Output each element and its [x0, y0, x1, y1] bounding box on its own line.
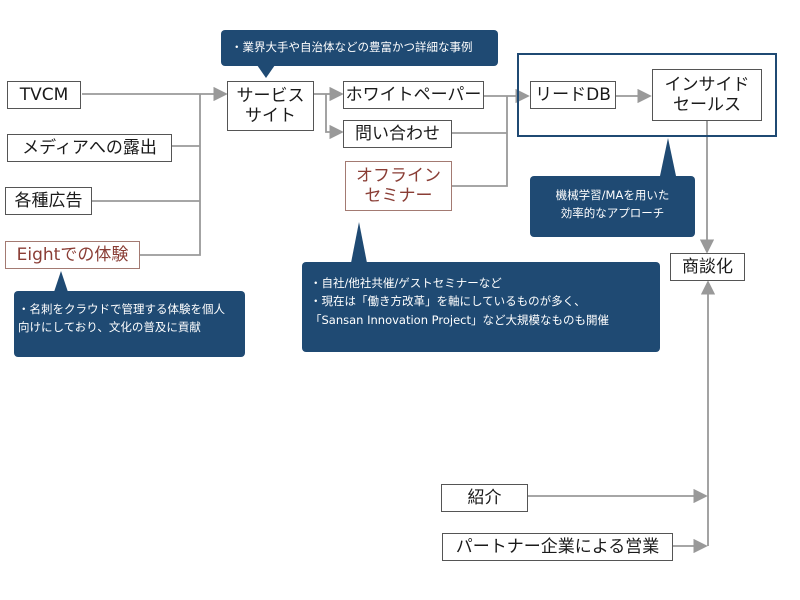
- link-seminar: [452, 96, 508, 187]
- node-whitepaper: ホワイトペーパー: [343, 81, 484, 109]
- node-referral: 紹介: [441, 484, 528, 512]
- callout-text: 「Sansan Innovation Project」など大規模なものも開催: [310, 312, 610, 327]
- node-tvcm: TVCM: [7, 81, 81, 109]
- link-inquiry-branch: [325, 94, 344, 140]
- link-eight: [140, 94, 201, 256]
- node-inside-sales: インサイド セールス: [652, 69, 762, 121]
- lead-group-frame: [517, 53, 777, 137]
- callout-seminar: ・自社/他社共催/ゲストセミナーなど ・現在は「働き方改革」を軸にしているものが…: [302, 262, 660, 352]
- callout-service-site: ・業界大手や自治体などの豊富かつ詳細な事例: [221, 30, 498, 66]
- callout-text: 機械学習/MAを用いた: [555, 188, 670, 202]
- callout-text: ・名刺をクラウドで管理する体験を個人: [18, 302, 225, 316]
- node-offline-seminar: オフライン セミナー: [345, 161, 452, 211]
- callout-tail: [257, 65, 275, 78]
- callout-text: ・自社/他社共催/ゲストセミナーなど: [310, 276, 502, 290]
- callout-tail: [351, 222, 367, 263]
- callout-inside-sales: 機械学習/MAを用いた 効率的なアプローチ: [530, 176, 695, 237]
- node-partner-sales: パートナー企業による営業: [442, 533, 673, 561]
- callout-eight: ・名刺をクラウドで管理する体験を個人 向けにしており、文化の普及に貢献: [14, 291, 245, 357]
- callout-text: ・現在は「働き方改革」を軸にしているものが多く、: [310, 294, 586, 309]
- node-negotiation: 商談化: [670, 253, 745, 281]
- node-eight: Eightでの体験: [5, 241, 140, 269]
- callout-text: 向けにしており、文化の普及に貢献: [18, 320, 201, 335]
- node-service-site: サービス サイト: [227, 81, 314, 131]
- callout-text: 効率的なアプローチ: [560, 206, 665, 221]
- callout-text: ・業界大手や自治体などの豊富かつ詳細な事例: [231, 40, 473, 54]
- node-ads: 各種広告: [5, 187, 92, 215]
- node-media: メディアへの露出: [7, 134, 172, 162]
- node-inquiry: 問い合わせ: [343, 120, 452, 148]
- callout-tail: [660, 138, 676, 176]
- callout-tail: [54, 271, 68, 292]
- node-lead-db: リードDB: [530, 81, 616, 109]
